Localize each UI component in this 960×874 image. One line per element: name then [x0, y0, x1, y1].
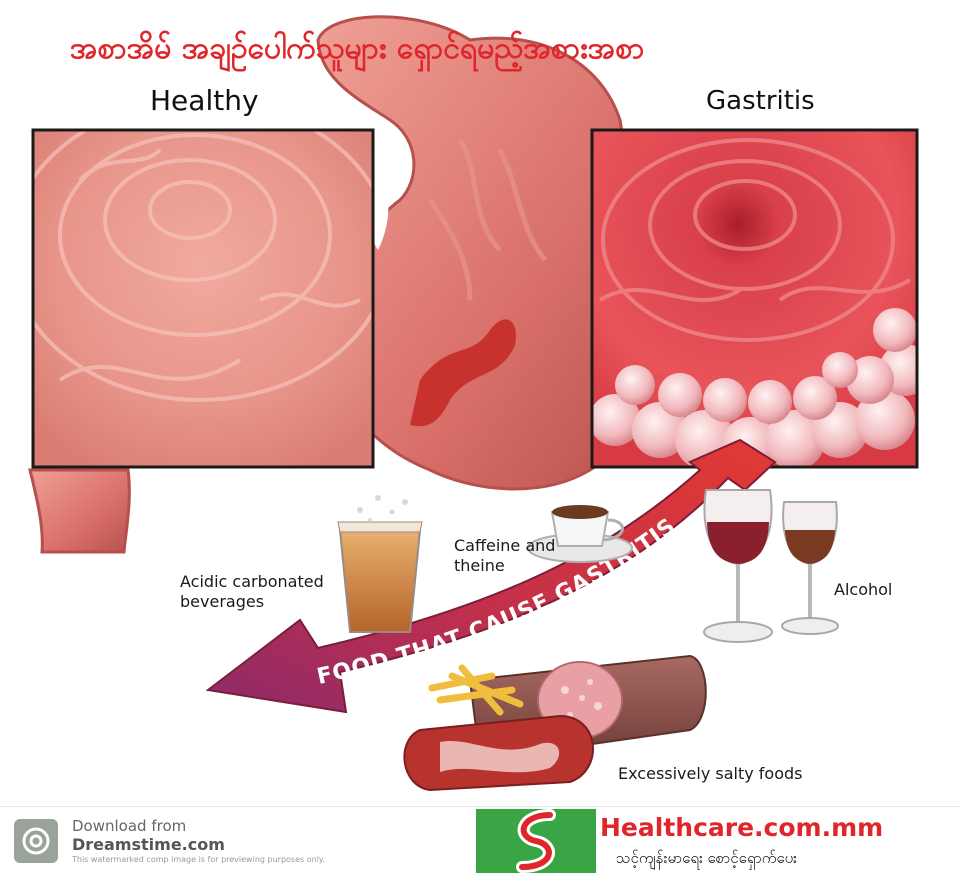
soda-glass-icon	[337, 495, 423, 633]
gastritis-mucosa-panel	[590, 128, 919, 469]
watermark-notice: This watermarked comp image is for previ…	[72, 855, 326, 864]
brand-tagline: သင့်ကျန်းမာရေး စောင့်ရှောက်ပေး	[616, 849, 797, 867]
stomach-inflamed-area	[410, 319, 516, 427]
brand-name: Healthcare.com.mm	[600, 813, 884, 842]
page-title: အစာအိမ် အချဉ်ပေါက်သူများ ရှောင်ရမည့်အစား…	[70, 31, 645, 66]
stomach	[316, 15, 654, 491]
duodenum	[28, 468, 131, 554]
wine-glass-icon	[781, 501, 839, 635]
wine-glass-icon	[703, 489, 773, 643]
dreamstime-logo-icon	[14, 819, 58, 863]
healthy-label: Healthy	[150, 84, 259, 117]
salty-foods-icon	[403, 654, 707, 792]
acidic-beverages-label: Acidic carbonated beverages	[180, 572, 324, 611]
inflamed-cells	[592, 308, 917, 467]
alcohol-label: Alcohol	[834, 580, 893, 599]
caffeine-label: Caffeine and theine	[454, 536, 556, 575]
salty-foods-label: Excessively salty foods	[618, 764, 803, 783]
download-from-text: Download from	[72, 817, 187, 835]
gastritis-label: Gastritis	[706, 86, 815, 116]
healthcare-logo-icon	[476, 809, 596, 873]
footer-bar: Download from Dreamstime.com This waterm…	[0, 806, 960, 874]
healthy-mucosa-panel	[31, 128, 375, 469]
dreamstime-site-text: Dreamstime.com	[72, 835, 225, 854]
coffee-cup-icon	[527, 505, 633, 563]
